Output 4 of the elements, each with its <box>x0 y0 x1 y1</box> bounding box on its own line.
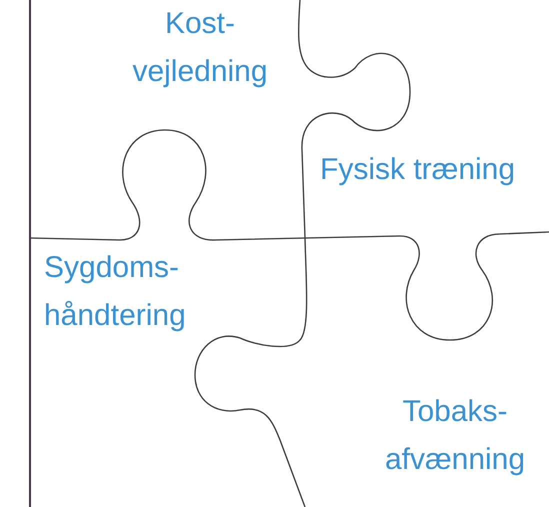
piece-label: Fysisk træning <box>320 146 546 194</box>
piece-label: Tobaks- afvænning <box>375 388 535 484</box>
piece-label: Sygdoms- håndtering <box>44 244 234 340</box>
piece-label: Kost- vejledning <box>120 0 280 96</box>
